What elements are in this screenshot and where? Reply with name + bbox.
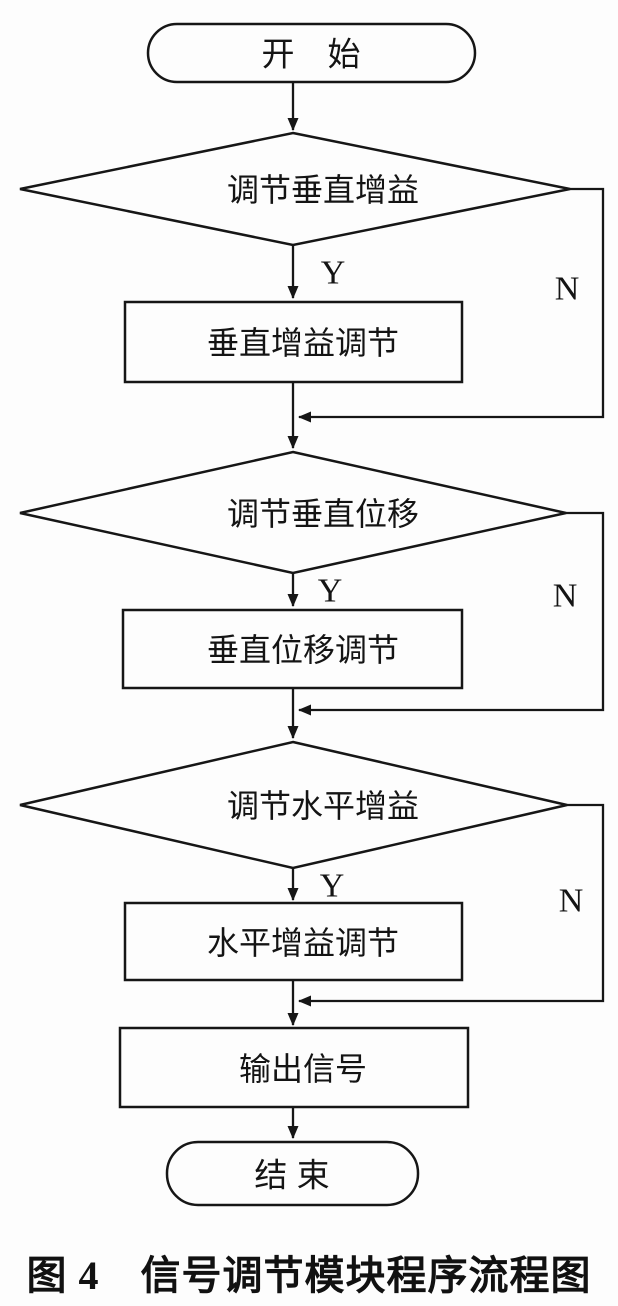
end-label: 结 束 bbox=[254, 1157, 329, 1194]
decision2-yes-label: Y bbox=[318, 573, 343, 610]
decision1-no-label: N bbox=[555, 271, 580, 308]
figure-caption: 图 4 信号调节模块程序流程图 bbox=[26, 1253, 592, 1298]
edge-decision2-no bbox=[298, 511, 605, 716]
start-label: 开 始 bbox=[262, 36, 361, 73]
decision3-no-label: N bbox=[559, 883, 584, 920]
decision1-yes-label: Y bbox=[321, 255, 346, 292]
process2-label: 垂直位移调节 bbox=[207, 632, 399, 668]
end-terminal-shape bbox=[165, 1140, 420, 1207]
edge-decision3-no bbox=[298, 803, 605, 1007]
decision3-label: 调节水平增益 bbox=[227, 788, 419, 824]
decision3-yes-label: Y bbox=[320, 868, 345, 905]
decision2-no-label: N bbox=[553, 578, 578, 615]
decision1-label: 调节垂直增益 bbox=[227, 172, 419, 208]
process1-label: 垂直增益调节 bbox=[207, 325, 399, 361]
start-terminal-shape bbox=[146, 22, 477, 84]
decision2-label: 调节垂直位移 bbox=[227, 496, 419, 532]
process3-label: 水平增益调节 bbox=[207, 925, 399, 961]
output-label: 输出信号 bbox=[239, 1051, 367, 1087]
edge-decision1-no bbox=[298, 187, 605, 423]
